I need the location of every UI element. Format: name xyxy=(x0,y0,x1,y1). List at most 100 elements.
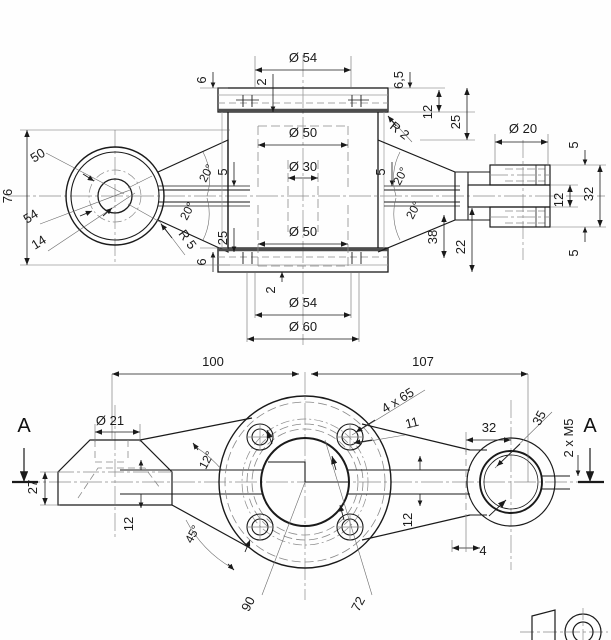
leader-35-arrow2 xyxy=(488,499,507,517)
leader-35-arrow xyxy=(496,443,521,467)
bore-hidden-inner xyxy=(287,160,319,232)
leader-r2-arrow xyxy=(387,115,397,127)
leader-50-arrow xyxy=(82,173,95,182)
section-label-a-left: A xyxy=(17,415,31,437)
dim-fv-5-right-bottom: 5 xyxy=(566,249,581,256)
dim-fv-dia-20: Ø 20 xyxy=(509,121,537,136)
plan-bolt-hole-tr xyxy=(336,423,364,451)
plan-right-arm-top xyxy=(361,423,471,451)
dim-fv-5-inner-right: 5 xyxy=(373,168,388,175)
section-label-a-right: A xyxy=(583,415,597,437)
dim-pv-2xm5: 2 x M5 xyxy=(561,418,576,457)
detail-inner-circle xyxy=(572,621,594,640)
dim-fv-12-right: 12 xyxy=(420,105,435,119)
leader-ctr-a xyxy=(127,175,153,189)
plan-bore-hidden-2 xyxy=(251,428,359,536)
bore-hidden-lower xyxy=(257,202,349,267)
dim-fv-5-right-top: 5 xyxy=(566,141,581,148)
plan-right-arm-bottom xyxy=(361,514,471,541)
plan-left-wedge-hidden xyxy=(77,467,161,499)
left-boss-bore-circle xyxy=(97,178,133,214)
bottom-flange-bolt-hole-left xyxy=(242,252,253,264)
leader-72-arrow2 xyxy=(331,455,338,471)
dim-fv-5-inner-left: 5 xyxy=(215,168,230,175)
leader-90-arrow2 xyxy=(266,429,273,445)
dim-pv-32: 32 xyxy=(482,420,496,435)
dim-fv-25-right: 25 xyxy=(448,115,463,129)
dim-fv-6-left: 6 xyxy=(194,76,209,83)
section-marker-a-left xyxy=(12,448,38,484)
plan-right-eye-bore xyxy=(479,450,543,514)
section-marker-a-right xyxy=(578,448,604,484)
bore-hidden-upper xyxy=(257,125,349,190)
leader-11 xyxy=(351,434,406,445)
dim-pv-90: 90 xyxy=(238,594,258,614)
arc-20deg-a xyxy=(202,151,210,197)
dim-pv-11: 11 xyxy=(404,414,421,432)
dim-pv-100: 100 xyxy=(202,354,224,369)
leader-90 xyxy=(261,481,306,596)
flange-bolt-hole-right xyxy=(351,95,362,107)
dim-fv-54-lead: 54 xyxy=(21,206,41,226)
bottom-flange-plate xyxy=(217,247,389,273)
dim-fv-12-far-right: 12 xyxy=(551,193,566,207)
plan-bolt-hole-bl xyxy=(246,513,274,541)
dim-fv-65-right: 6,5 xyxy=(391,71,406,89)
dim-fv-32-far-right: 32 xyxy=(581,187,596,201)
leader-4x65-arrow xyxy=(355,419,376,433)
leader-ctr-b xyxy=(127,203,161,223)
front-section-view xyxy=(8,55,606,345)
plan-left-arm-top xyxy=(139,417,253,441)
dim-fv-14-lead: 14 xyxy=(29,232,49,252)
left-boss-mid-circle xyxy=(70,151,160,241)
left-boss-hidden-circle xyxy=(88,169,142,223)
arc-45deg-arrow xyxy=(227,563,235,571)
dim-pv-35: 35 xyxy=(529,408,549,428)
leader-11-arrow xyxy=(353,439,373,445)
plan-left-arm-bottom xyxy=(171,504,251,549)
dim-fv-dia-50-upper: Ø 50 xyxy=(289,125,317,140)
arc-12deg-arrow xyxy=(192,442,199,451)
leader-72 xyxy=(324,439,373,596)
bottom-flange-bolt-hole-right xyxy=(351,252,362,264)
plan-center-bore xyxy=(260,437,350,527)
leader-50 xyxy=(45,152,125,195)
dim-pv-107: 107 xyxy=(412,354,434,369)
plan-right-eye-bore-inner xyxy=(483,454,539,510)
dim-pv-12-right: 12 xyxy=(400,513,415,527)
right-arm-taper xyxy=(377,139,456,253)
leader-90-arrow xyxy=(244,539,251,553)
leader-14-arrow xyxy=(102,207,113,217)
plan-bolt-hole-br xyxy=(336,513,364,541)
dim-fv-50-lead: 50 xyxy=(28,145,48,165)
leader-14 xyxy=(47,192,136,252)
top-flange-plate xyxy=(217,87,389,113)
leader-72-arrow xyxy=(339,504,345,521)
dim-fv-38: 38 xyxy=(425,230,440,244)
flange-bolt-hole-left xyxy=(242,95,253,107)
dim-pv-12-left: 12 xyxy=(121,517,136,531)
leader-4x65 xyxy=(351,389,426,436)
leader-54 xyxy=(39,189,131,225)
dim-fv-2-bottom: 2 xyxy=(263,286,278,293)
plan-bolt-circle xyxy=(241,418,369,546)
plan-counterbore-hidden xyxy=(246,423,364,541)
dim-pv-4: 4 xyxy=(479,543,486,558)
partial-detail-view xyxy=(520,608,608,640)
dim-fv-22: 22 xyxy=(453,240,468,254)
dim-fv-dia-30: Ø 30 xyxy=(289,159,317,174)
arc-45deg xyxy=(185,519,233,569)
leader-54-arrow xyxy=(79,210,93,217)
dim-fv-76-left: 76 xyxy=(0,189,15,203)
dim-fv-dia-54-top: Ø 54 xyxy=(289,50,317,65)
dim-fv-dia-50-lower: Ø 50 xyxy=(289,224,317,239)
detail-wedge xyxy=(531,609,556,640)
left-boss-outer-circle xyxy=(65,146,165,246)
plan-right-eye-outer xyxy=(466,437,556,527)
arc-20deg-b xyxy=(202,197,210,241)
arc-20deg-d xyxy=(393,197,401,241)
arc-20deg-c xyxy=(393,151,401,197)
dim-fv-2-left: 2 xyxy=(254,78,269,85)
plan-flange-outer-hidden xyxy=(224,401,386,563)
